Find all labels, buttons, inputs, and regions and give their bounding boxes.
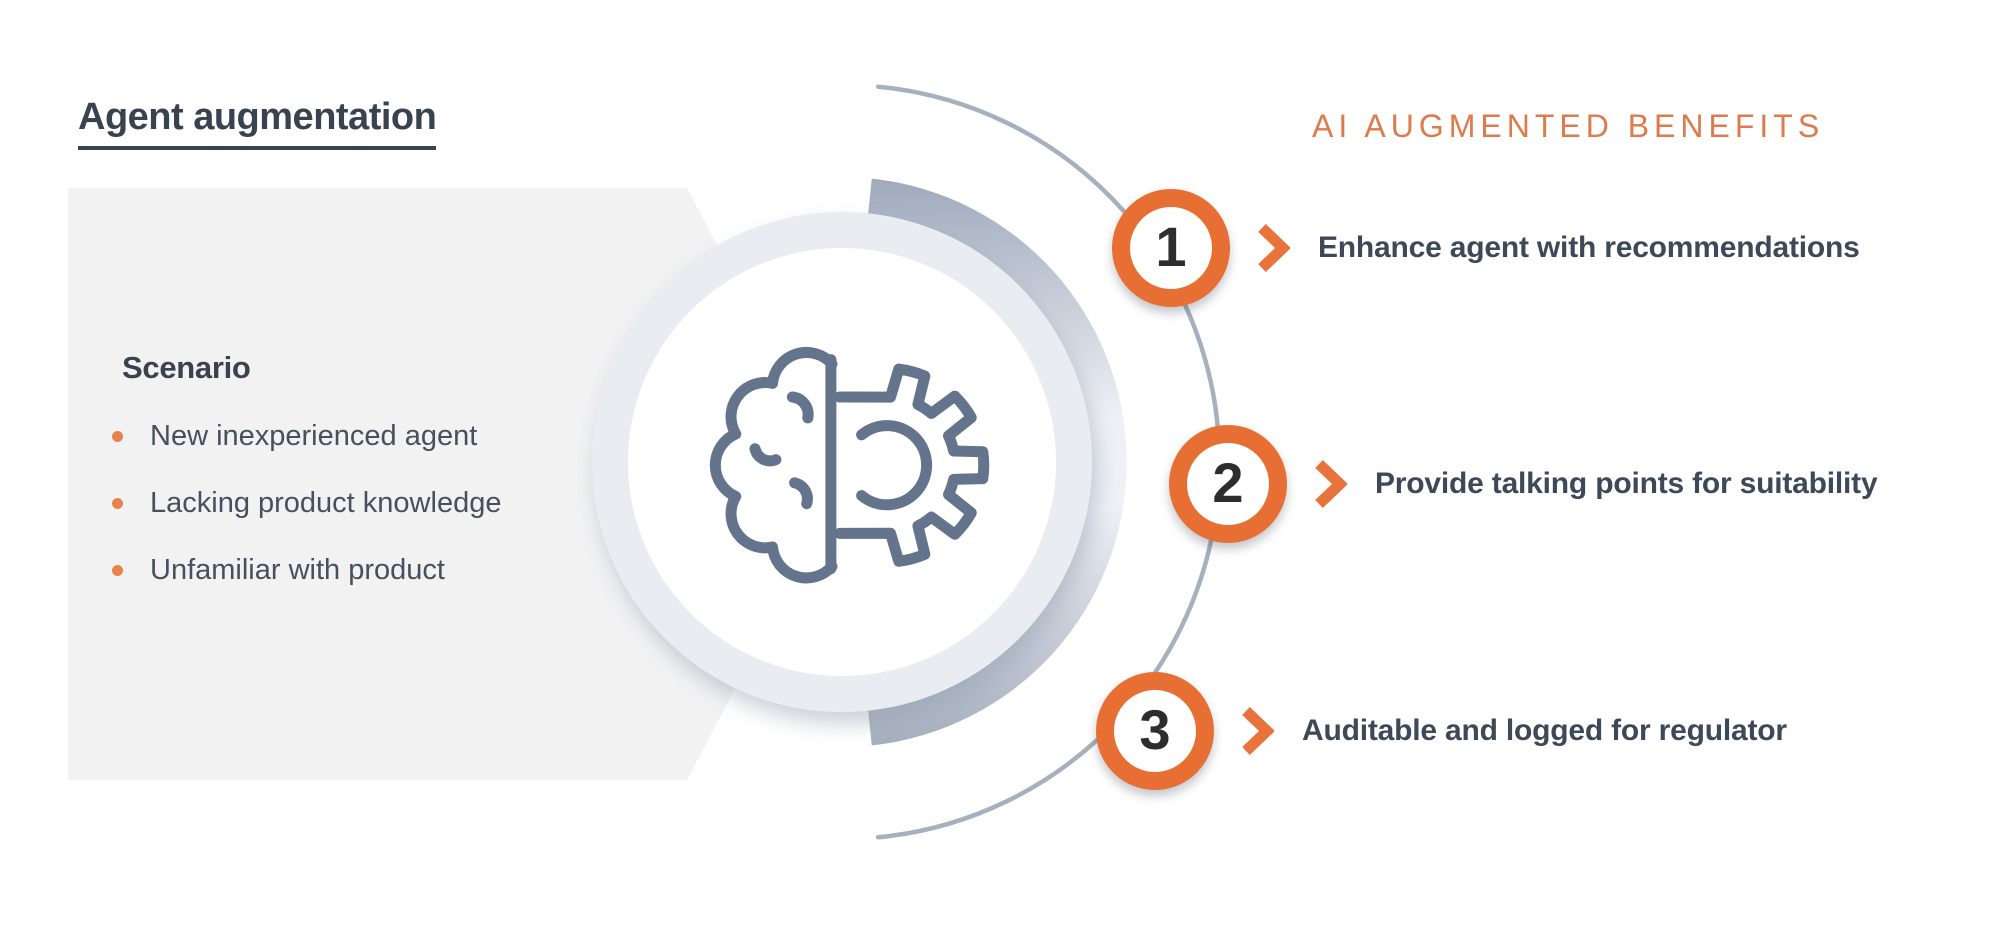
scenario-list: New inexperienced agent Lacking product … [112, 416, 501, 617]
benefit-row: 1 Enhance agent with recommendations [1112, 189, 1860, 307]
bullet-dot [112, 430, 123, 442]
page-title: Agent augmentation [78, 96, 437, 150]
bullet-dot [112, 497, 123, 509]
benefit-badge: 1 [1112, 189, 1230, 307]
benefit-label: Enhance agent with recommendations [1318, 231, 1860, 264]
benefit-row: 2 Provide talking points for suitability [1169, 425, 1878, 543]
chevron-right-icon [1315, 460, 1347, 508]
benefit-number: 3 [1139, 698, 1171, 761]
scenario-item: Unfamiliar with product [112, 550, 501, 590]
scenario-item: New inexperienced agent [112, 416, 501, 456]
benefits-header: AI AUGMENTED BENEFITS [1312, 108, 1825, 144]
scenario-item: Lacking product knowledge [112, 483, 501, 523]
brain-gear-icon [709, 346, 990, 584]
benefit-badge: 3 [1096, 672, 1214, 790]
benefit-badge: 2 [1169, 425, 1287, 543]
bullet-dot [112, 564, 123, 576]
benefit-label: Provide talking points for suitability [1375, 467, 1878, 500]
scenario-item-label: Unfamiliar with product [150, 553, 445, 586]
benefit-number: 2 [1212, 451, 1244, 514]
chevron-right-icon [1242, 707, 1274, 755]
centerpiece-graphic [592, 84, 1222, 840]
chevron-right-icon [1258, 224, 1290, 272]
scenario-item-label: Lacking product knowledge [150, 486, 502, 519]
scenario-heading: Scenario [122, 350, 251, 385]
benefit-number: 1 [1155, 215, 1187, 278]
swoosh-arc [865, 178, 1127, 746]
scenario-item-label: New inexperienced agent [150, 419, 478, 452]
circle-ring [592, 212, 1092, 712]
benefit-label: Auditable and logged for regulator [1302, 714, 1787, 747]
benefit-row: 3 Auditable and logged for regulator [1096, 672, 1787, 790]
